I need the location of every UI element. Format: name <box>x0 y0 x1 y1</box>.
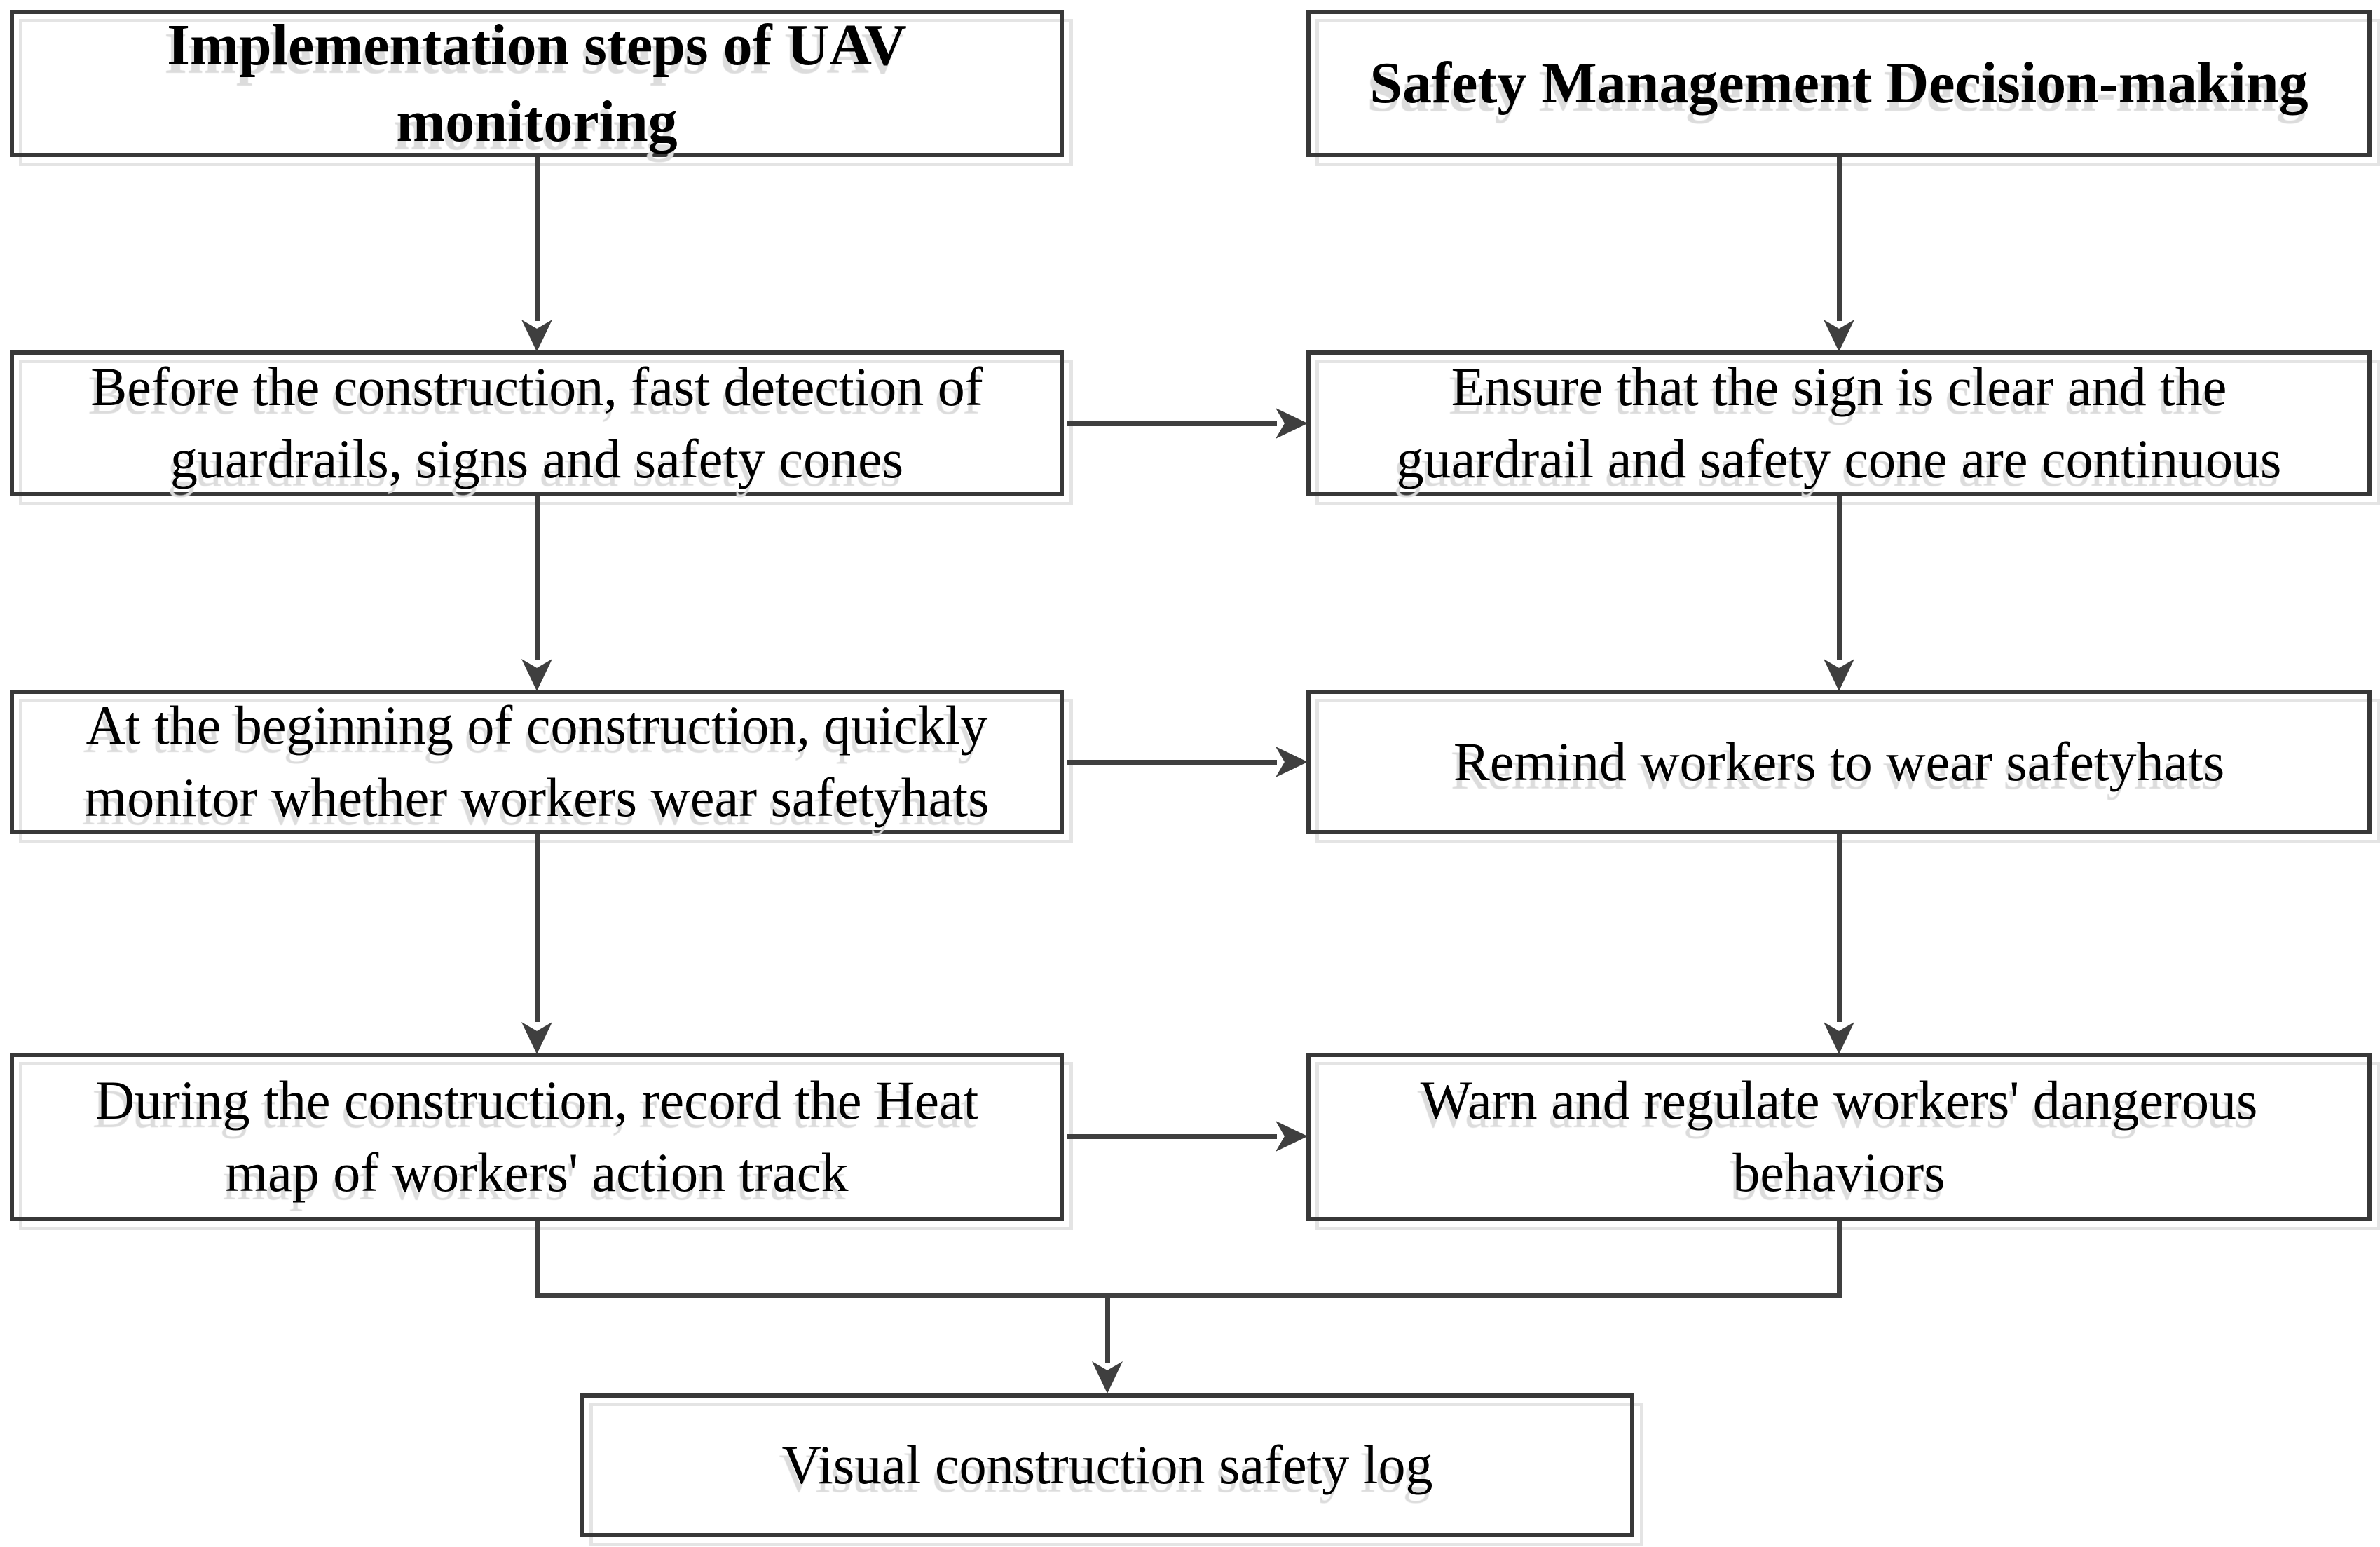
connector-right-step1-to-step2 <box>1837 496 1842 660</box>
arrowhead-down-icon <box>521 320 552 352</box>
box-record-heat-map: During the construction, record the Heat… <box>10 1053 1073 1230</box>
connector-merge-left-leg <box>535 1221 540 1298</box>
arrowhead-right-icon <box>1276 747 1308 777</box>
ensure-sign-clear-label: Ensure that the sign is clear and the gu… <box>1396 356 2282 489</box>
before-construction-detection-label: Before the construction, fast detection … <box>90 356 983 489</box>
arrowhead-down-icon <box>1824 1022 1854 1054</box>
arrowhead-right-icon <box>1276 408 1308 439</box>
connector-merge-right-leg <box>1837 1221 1842 1298</box>
connector-right-header-to-step1 <box>1837 157 1842 321</box>
box-implementation-steps-header: Implementation steps of UAV monitoring <box>10 10 1073 166</box>
remind-workers-label: Remind workers to wear safetyhats <box>1453 730 2225 792</box>
box-visual-safety-log: Visual construction safety log <box>580 1393 1643 1546</box>
monitor-safetyhats-label: At the beginning of construction, quickl… <box>84 695 990 828</box>
warn-dangerous-behaviors-label: Warn and regulate workers' dangerous beh… <box>1420 1070 2258 1203</box>
arrowhead-down-icon <box>1824 659 1854 691</box>
connector-step2-left-to-right <box>1067 760 1277 765</box>
connector-left-step1-to-step2 <box>535 496 540 660</box>
connector-step3-left-to-right <box>1067 1134 1277 1139</box>
connector-step1-left-to-right <box>1067 421 1277 426</box>
arrowhead-right-icon <box>1276 1121 1308 1152</box>
record-heat-map-label: During the construction, record the Heat… <box>95 1070 979 1203</box>
arrowhead-down-icon <box>521 659 552 691</box>
box-ensure-sign-clear: Ensure that the sign is clear and the gu… <box>1306 350 2380 505</box>
arrowhead-down-icon <box>1092 1361 1123 1393</box>
connector-left-header-to-step1 <box>535 157 540 321</box>
connector-left-step2-to-step3 <box>535 834 540 1022</box>
arrowhead-down-icon <box>521 1022 552 1054</box>
box-remind-workers: Remind workers to wear safetyhats <box>1306 690 2380 843</box>
visual-safety-log-label: Visual construction safety log <box>781 1434 1433 1496</box>
safety-management-header-label: Safety Management Decision-making <box>1369 50 2309 116</box>
implementation-steps-header-label: Implementation steps of UAV monitoring <box>167 12 907 154</box>
connector-merge-to-output <box>1105 1293 1110 1363</box>
box-monitor-safetyhats: At the beginning of construction, quickl… <box>10 690 1073 843</box>
box-before-construction-detection: Before the construction, fast detection … <box>10 350 1073 505</box>
box-warn-dangerous-behaviors: Warn and regulate workers' dangerous beh… <box>1306 1053 2380 1230</box>
box-safety-management-header: Safety Management Decision-making <box>1306 10 2380 166</box>
connector-right-step2-to-step3 <box>1837 834 1842 1022</box>
arrowhead-down-icon <box>1824 320 1854 352</box>
connector-merge-bar <box>535 1293 1842 1298</box>
